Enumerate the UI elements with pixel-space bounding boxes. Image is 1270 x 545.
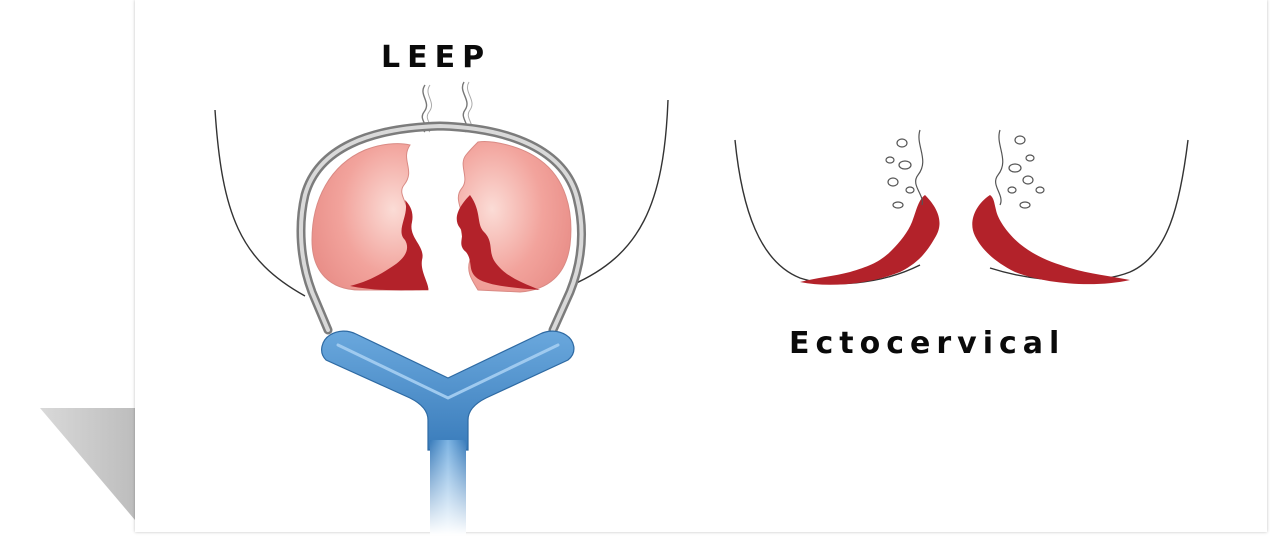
- leep-label: LEEP: [381, 40, 492, 75]
- handle-icon: [321, 330, 575, 451]
- cell-fragments-icon: [885, 129, 1045, 209]
- ectocervix-outline-left: [734, 139, 921, 285]
- ectocervical-label: Ectocervical: [789, 326, 1066, 361]
- ectocervix-lesion-left-icon: [800, 195, 940, 285]
- ectocervix-lesion-right-icon: [972, 195, 1130, 285]
- cervix-outline-left-2: [571, 99, 669, 286]
- cervix-outline-left: [214, 109, 306, 297]
